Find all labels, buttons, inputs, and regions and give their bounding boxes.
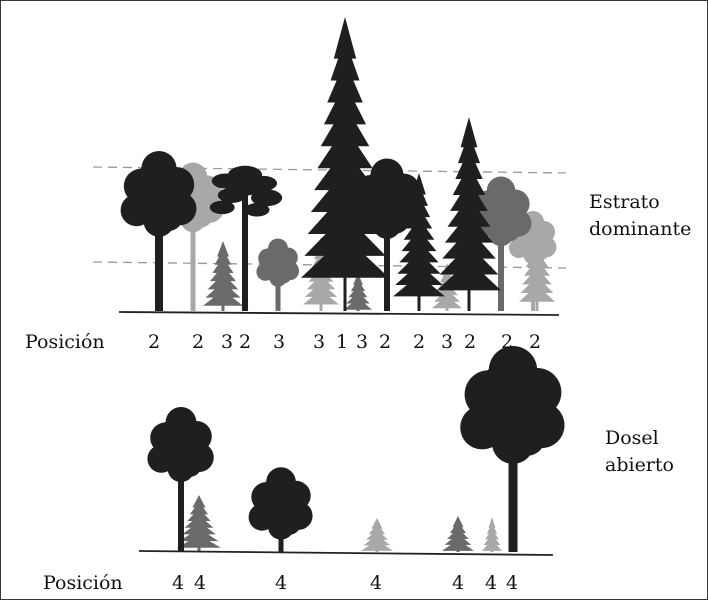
- top-position-value: 3: [437, 331, 457, 353]
- bottom-position-value: 4: [271, 572, 291, 594]
- bottom-caption: Dosel abierto: [605, 425, 674, 479]
- top-position-value: 2: [525, 331, 545, 353]
- bottom-position-value: 4: [168, 572, 188, 594]
- top-caption-line2: dominante: [589, 216, 691, 243]
- bottom-position-value: 4: [190, 572, 210, 594]
- bottom-position-value: 4: [481, 572, 501, 594]
- top-position-label: Posición: [25, 331, 105, 353]
- bottom-position-value: 4: [502, 572, 522, 594]
- top-position-value: 2: [144, 331, 164, 353]
- top-position-value: 2: [409, 331, 429, 353]
- bottom-caption-line1: Dosel: [605, 425, 674, 452]
- top-position-value: 1: [332, 331, 352, 353]
- top-position-value: 3: [269, 331, 289, 353]
- bottom-position-label: Posición: [43, 572, 123, 594]
- bottom-position-value: 4: [366, 572, 386, 594]
- top-position-value: 3: [217, 331, 237, 353]
- bottom-caption-line2: abierto: [605, 452, 674, 479]
- top-position-value: 3: [309, 331, 329, 353]
- top-caption: Estrato dominante: [589, 189, 691, 243]
- top-caption-line1: Estrato: [589, 189, 691, 216]
- bottom-panel-trees: [147, 346, 564, 552]
- top-position-value: 2: [188, 331, 208, 353]
- bottom-position-value: 4: [448, 572, 468, 594]
- top-position-value: 2: [460, 331, 480, 353]
- top-position-value: 3: [352, 331, 372, 353]
- top-position-value: 2: [375, 331, 395, 353]
- top-position-value: 2: [497, 331, 517, 353]
- top-position-value: 2: [235, 331, 255, 353]
